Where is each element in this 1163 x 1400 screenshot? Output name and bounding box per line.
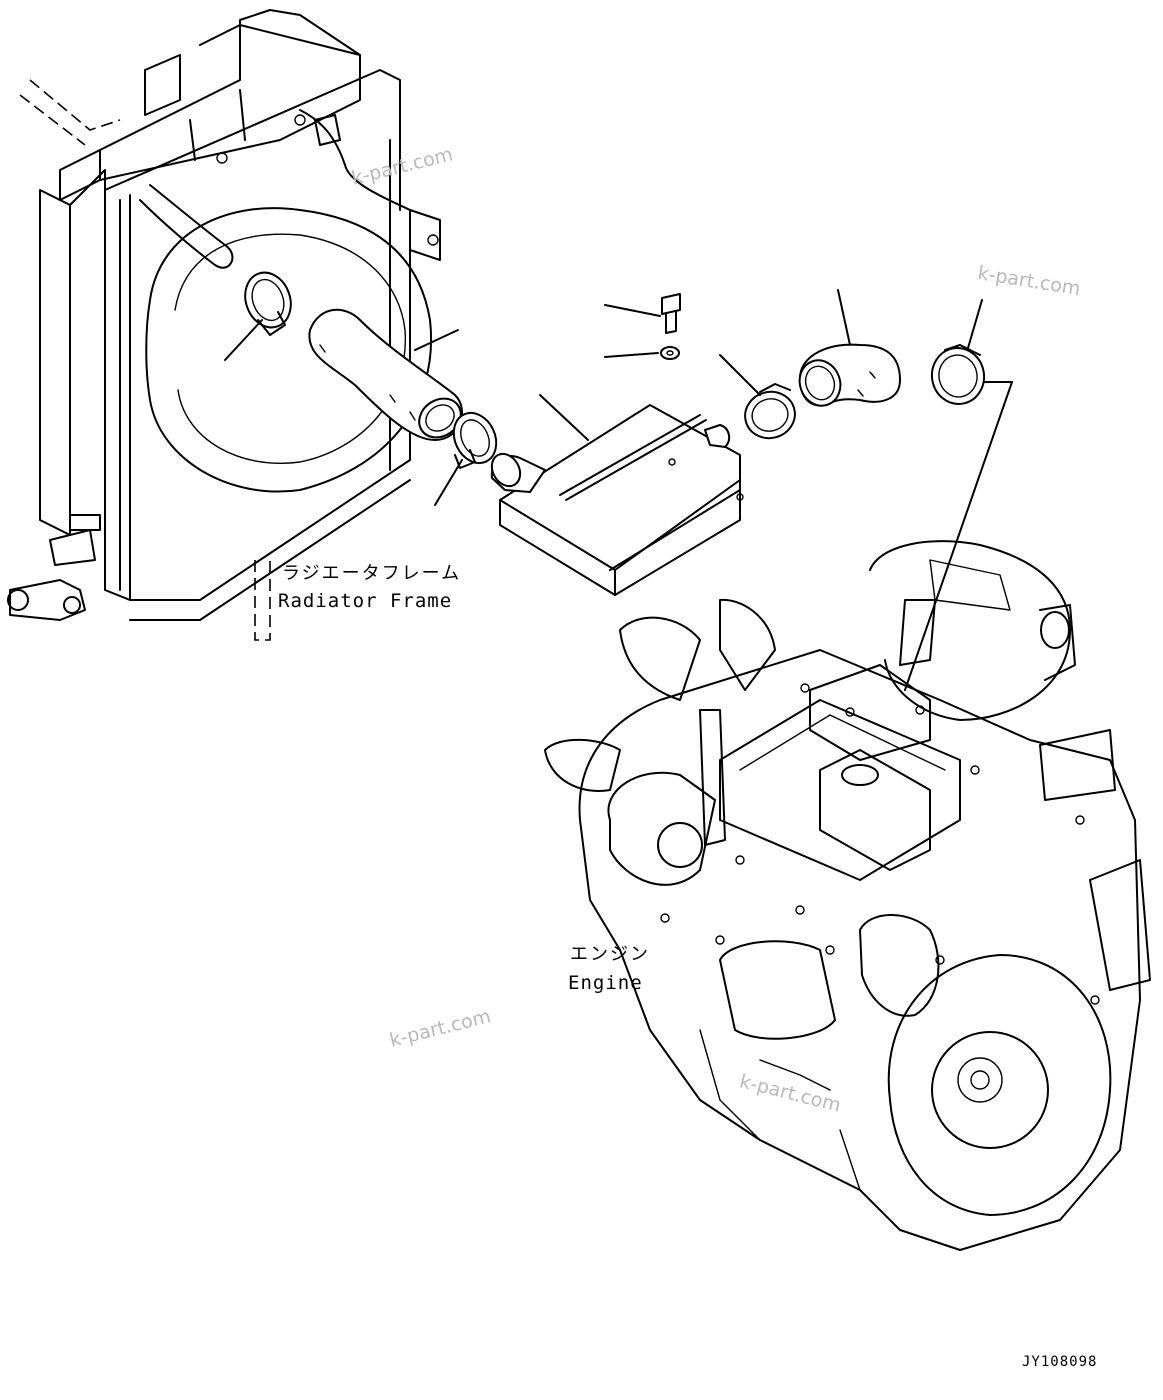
air-duct-box [490, 394, 744, 596]
hose-clamp-upper-left [224, 271, 292, 361]
document-id: JY108098 [1022, 1354, 1098, 1370]
elbow-hose [798, 289, 901, 407]
engine-assembly [544, 540, 1151, 1251]
radiator-frame-label-jp: ラジエータフレーム [282, 563, 462, 584]
engine-label-jp: エンジン [570, 944, 650, 965]
bolt-and-washer [604, 293, 681, 360]
radiator-frame [7, 9, 441, 641]
radiator-hose [308, 308, 464, 441]
engine-label-en: Engine [568, 972, 643, 994]
radiator-frame-label-en: Radiator Frame [278, 590, 453, 612]
hose-clamp-center [719, 354, 796, 440]
hose-clamp-lower-left [434, 411, 498, 506]
hose-clamp-right [904, 299, 1013, 691]
